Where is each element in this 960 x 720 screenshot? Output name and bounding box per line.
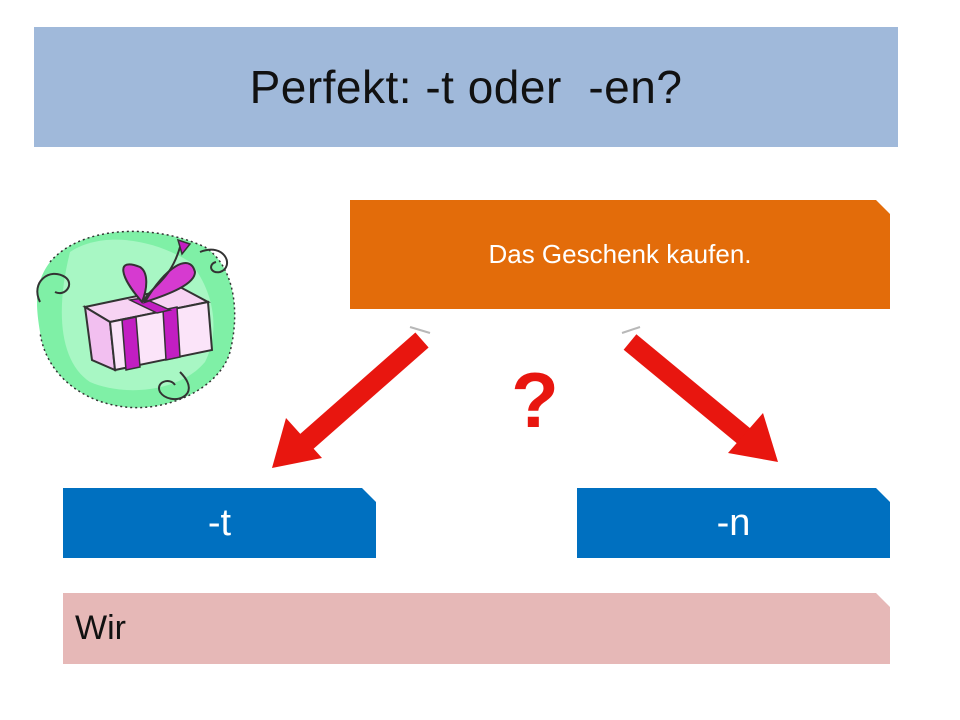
option-t-label: -t [207,501,232,544]
arrow-down-left-icon [272,326,431,468]
gift-icon [36,230,236,409]
question-mark: ? [511,356,559,444]
arrow-down-right-icon [621,326,778,462]
prompt-text: Das Geschenk kaufen. [488,239,752,269]
answer-box[interactable]: Wir [63,593,890,664]
title-bar: Perfekt: -t oder -en? [34,27,898,147]
slide-title: Perfekt: -t oder -en? [249,61,683,113]
option-n-box[interactable]: -n [577,488,890,558]
option-n-label: -n [716,501,751,544]
answer-text: Wir [75,609,126,647]
prompt-box: Das Geschenk kaufen. [350,200,890,309]
option-t-box[interactable]: -t [63,488,376,558]
